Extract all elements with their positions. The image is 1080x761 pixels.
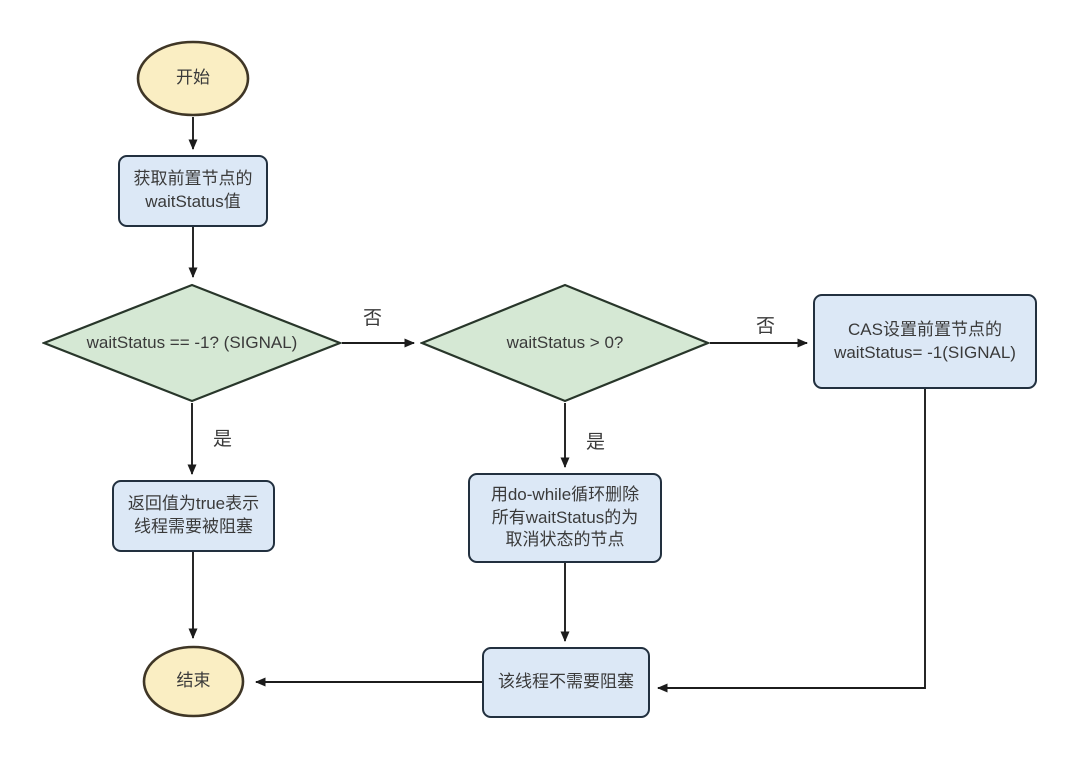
node-check-signal-label: waitStatus == -1? (SIGNAL) (86, 332, 298, 352)
node-return-true: 返回值为true表示 线程需要被阻塞 (112, 480, 275, 552)
node-end: 结束 (142, 645, 245, 718)
node-get-wait-status-label: 获取前置节点的 waitStatus值 (133, 169, 253, 211)
node-check-gt-zero-label: waitStatus > 0? (506, 332, 624, 352)
node-no-block-label: 该线程不需要阻塞 (498, 672, 634, 692)
node-do-while-remove: 用do-while循环删除 所有waitStatus的为 取消状态的节点 (468, 473, 662, 563)
node-start: 开始 (136, 40, 250, 117)
node-check-gt-zero: waitStatus > 0? (420, 283, 710, 403)
edge-label-signal-no: 否 (361, 303, 385, 330)
edge-label-gt-zero-yes: 是 (584, 427, 608, 454)
node-cas-set: CAS设置前置节点的 waitStatus= -1(SIGNAL) (813, 294, 1037, 389)
node-cas-set-label: CAS设置前置节点的 waitStatus= -1(SIGNAL) (834, 319, 1016, 362)
node-do-while-remove-label: 用do-while循环删除 所有waitStatus的为 取消状态的节点 (490, 484, 640, 550)
check-signal-diamond-shape (42, 283, 342, 403)
node-start-label: 开始 (176, 68, 210, 88)
edge-label-gt-zero-no: 否 (754, 311, 778, 338)
node-end-label: 结束 (176, 671, 211, 691)
node-no-block: 该线程不需要阻塞 (482, 647, 650, 718)
node-check-signal: waitStatus == -1? (SIGNAL) (42, 283, 342, 403)
check-gt-zero-diamond-shape (420, 283, 710, 403)
node-get-wait-status: 获取前置节点的 waitStatus值 (118, 155, 268, 227)
end-ellipse-shape (142, 645, 245, 718)
edge-label-signal-yes: 是 (211, 424, 235, 451)
start-ellipse-shape (136, 40, 250, 117)
node-return-true-label: 返回值为true表示 线程需要被阻塞 (127, 494, 260, 536)
edge-cas-to-no-block (657, 389, 926, 693)
